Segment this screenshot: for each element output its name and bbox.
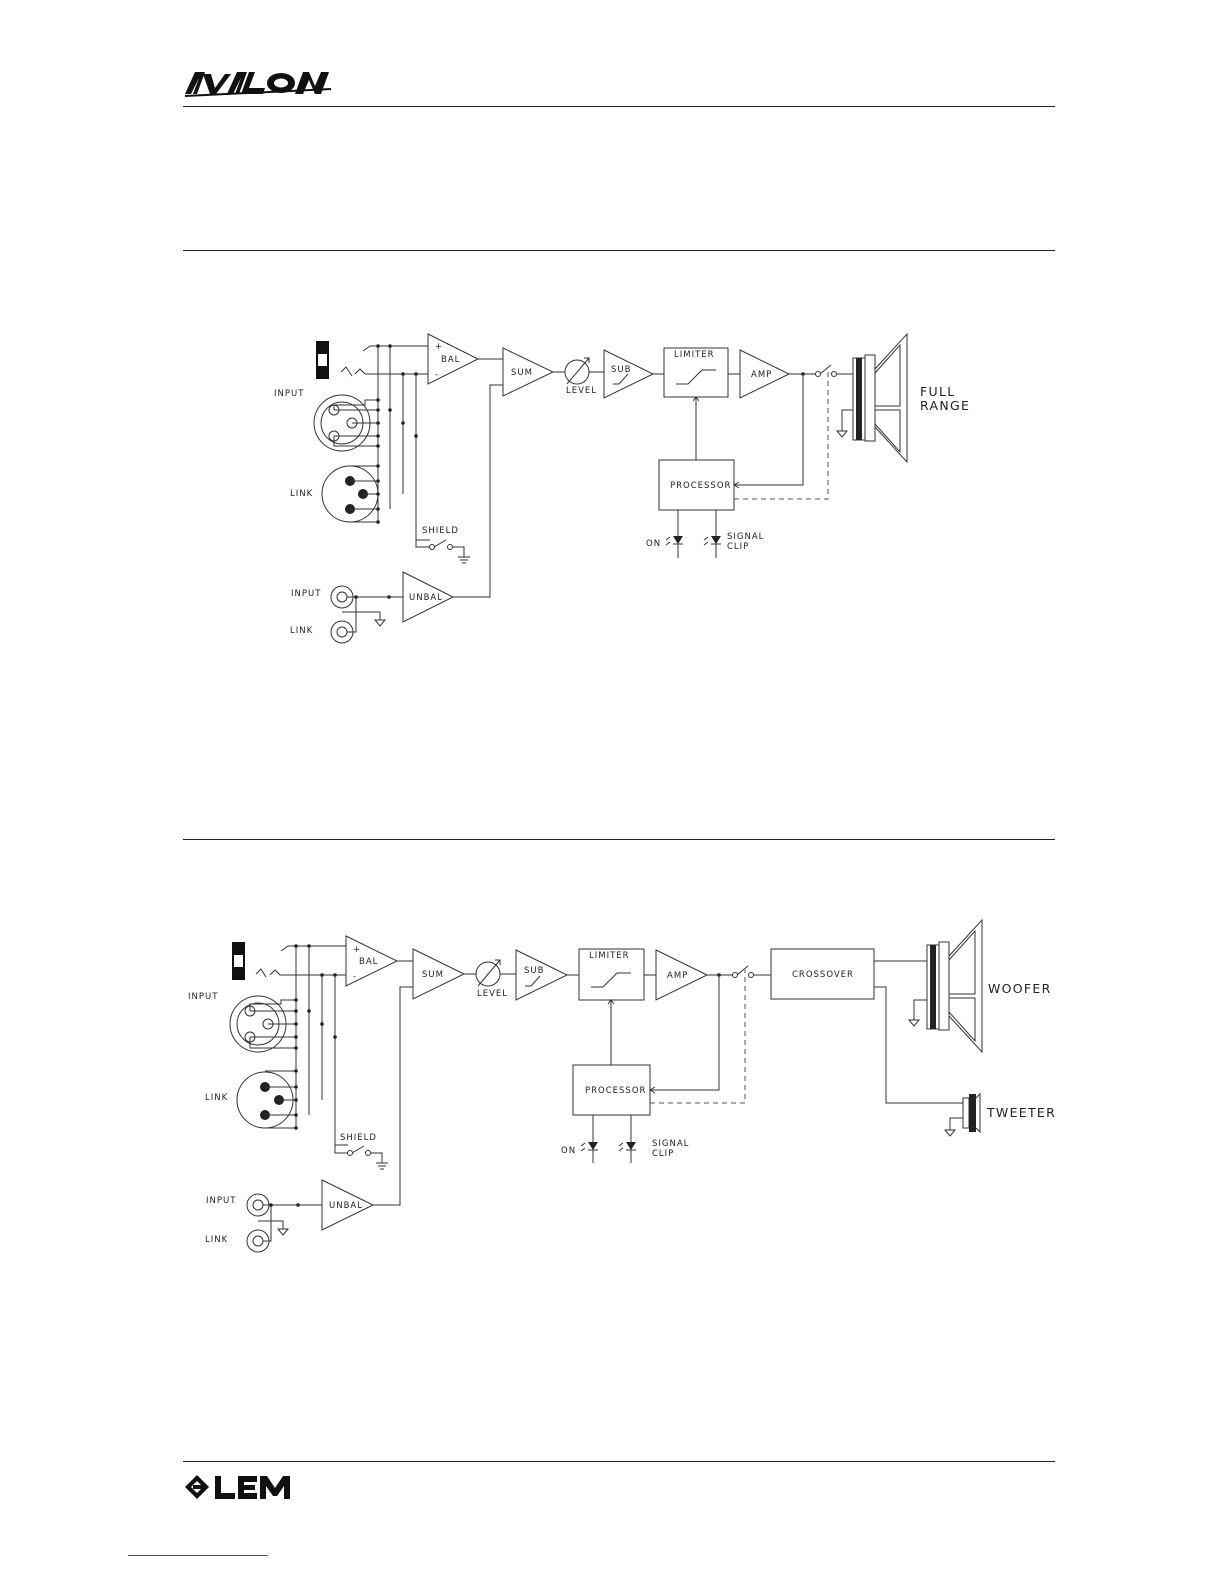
range-label: RANGE (920, 398, 970, 413)
link-jack-label: LINK (290, 626, 313, 636)
input-jack-label: INPUT (291, 589, 321, 599)
diagram-two-way: INPUT LINK SHIELD (188, 920, 1056, 1252)
on-label: ON (646, 539, 661, 549)
level-label-2: LEVEL (477, 989, 508, 999)
input-jack-label-2: INPUT (206, 1196, 236, 1206)
full-range-speaker-icon (837, 334, 907, 462)
lem-logo (183, 1472, 298, 1502)
unbal-label: UNBAL (409, 593, 443, 603)
limiter-label-2: LIMITER (589, 951, 630, 961)
sum-label-2: SUM (422, 970, 444, 980)
clip-label: CLIP (727, 542, 749, 552)
diagram-full-range: INPUT LINK (274, 334, 970, 643)
bal-label: BAL (441, 355, 460, 365)
input-xlr-label-2: INPUT (188, 992, 218, 1002)
clip-label-2: CLIP (652, 1149, 674, 1159)
bal-plus-label: + (435, 342, 443, 352)
link-jack-label-2: LINK (205, 1235, 228, 1245)
limiter-label: LIMITER (674, 350, 715, 360)
footer-link-underline (128, 1555, 268, 1556)
amp-label: AMP (751, 370, 772, 380)
level-label: LEVEL (566, 386, 597, 396)
sum-label: SUM (511, 368, 533, 378)
tweeter-label: TWEETER (986, 1105, 1056, 1120)
link-xlr-label-2: LINK (205, 1093, 228, 1103)
woofer-label: WOOFER (988, 981, 1052, 996)
sub-label-2: SUB (524, 966, 544, 976)
shield-label-2: SHIELD (340, 1133, 377, 1143)
bal-plus-label-2: + (353, 945, 361, 955)
crossover-label: CROSSOVER (792, 970, 854, 980)
signal-label: SIGNAL (727, 532, 764, 542)
processor-label: PROCESSOR (670, 481, 731, 491)
input-xlr-label: INPUT (274, 389, 304, 399)
amp-label-2: AMP (667, 971, 688, 981)
woofer-speaker-icon (909, 920, 982, 1052)
unbal-label-2: UNBAL (329, 1201, 363, 1211)
bal-minus-label-2: - (353, 972, 357, 982)
full-label: FULL (920, 384, 955, 399)
bal-label-2: BAL (359, 957, 378, 967)
bal-minus-label: - (435, 370, 439, 380)
sub-label: SUB (611, 365, 631, 375)
link-xlr-label: LINK (290, 489, 313, 499)
tweeter-speaker-icon (945, 1094, 980, 1136)
shield-label: SHIELD (422, 526, 459, 536)
processor-label-2: PROCESSOR (585, 1086, 646, 1096)
signal-label-2: SIGNAL (652, 1139, 689, 1149)
on-label-2: ON (561, 1146, 576, 1156)
